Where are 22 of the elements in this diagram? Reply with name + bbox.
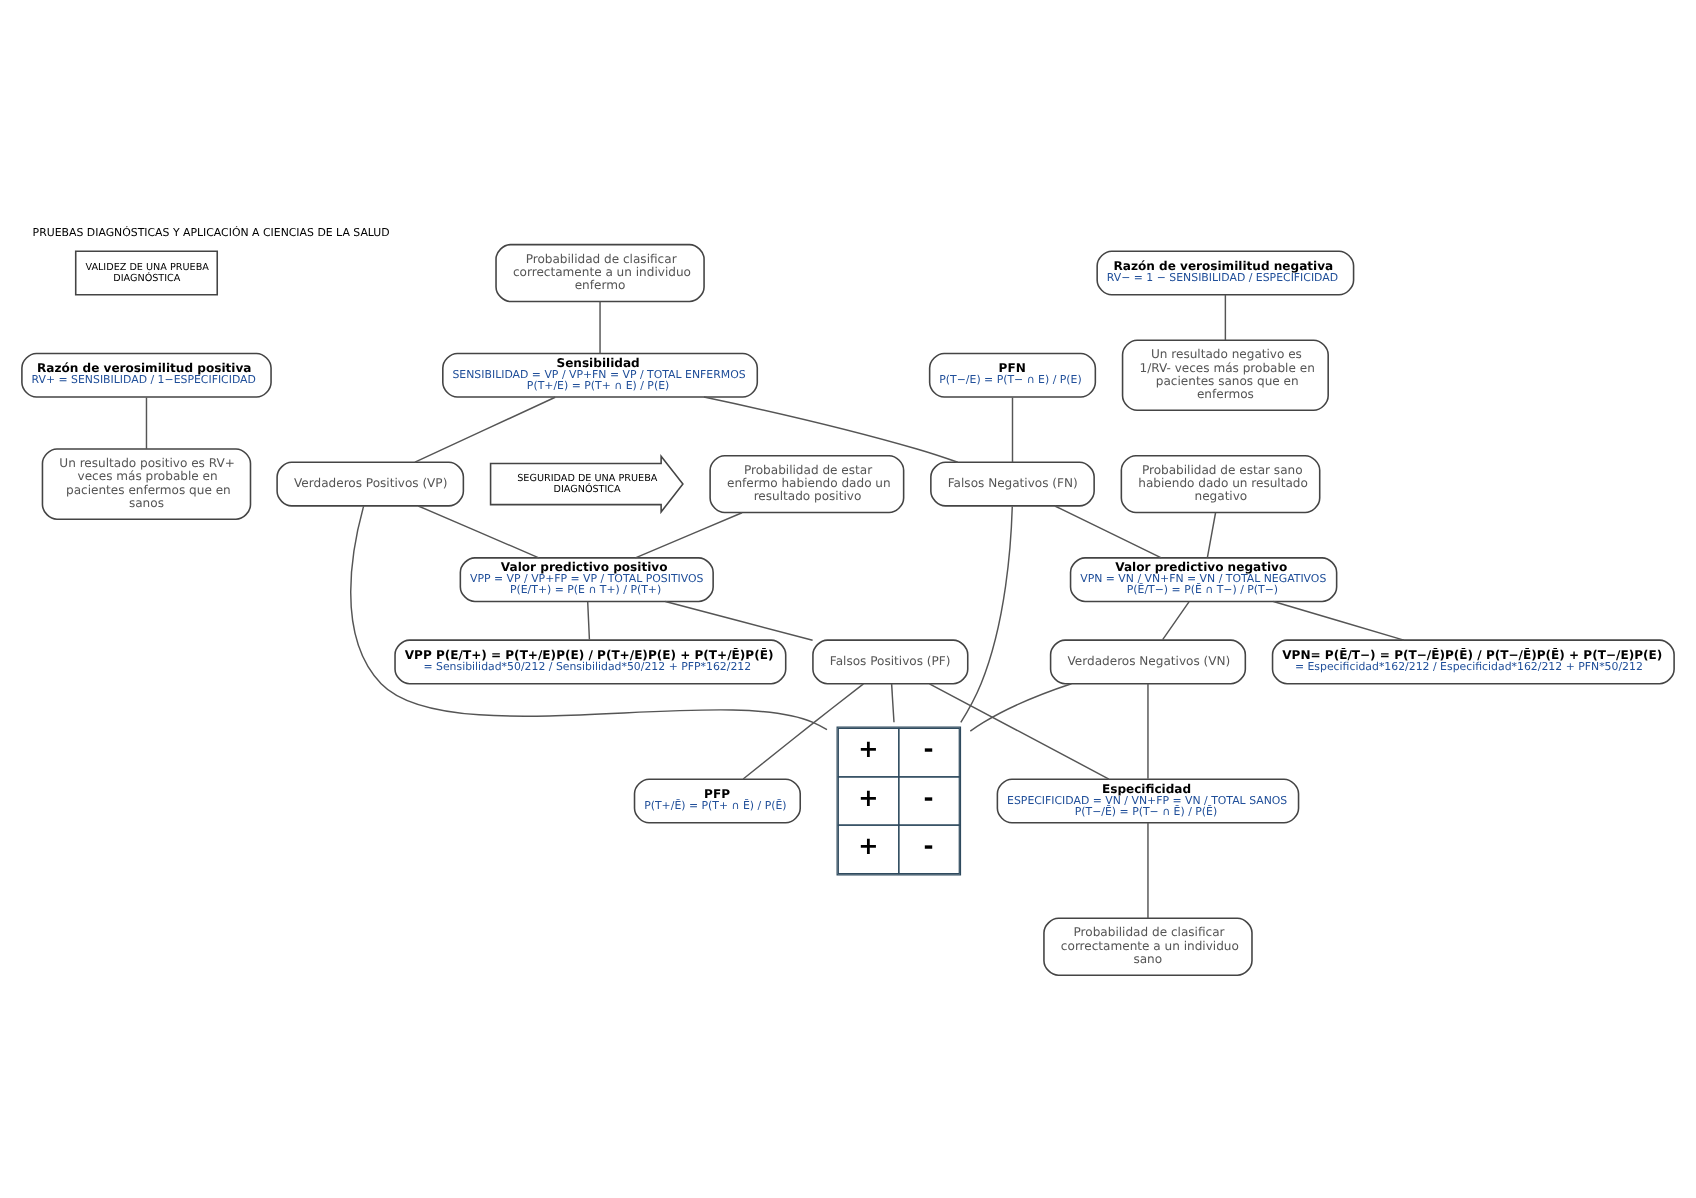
connector (928, 683, 1110, 780)
connector (742, 683, 865, 780)
connector (599, 300, 601, 355)
connector (703, 396, 959, 463)
connector (634, 512, 743, 559)
connector (1147, 683, 1149, 780)
connector (350, 505, 828, 731)
connector (1054, 505, 1163, 559)
connector (969, 683, 1073, 732)
connector (1272, 600, 1405, 641)
connector (586, 601, 591, 641)
connector (1011, 396, 1014, 463)
connector (1206, 512, 1217, 559)
connector (1161, 601, 1190, 641)
connector (145, 396, 148, 450)
connector (664, 600, 814, 641)
connector (414, 396, 556, 463)
connector (890, 683, 895, 723)
connector (1224, 294, 1227, 341)
connector (1147, 822, 1149, 919)
connector (960, 505, 1013, 724)
connector (417, 505, 540, 559)
